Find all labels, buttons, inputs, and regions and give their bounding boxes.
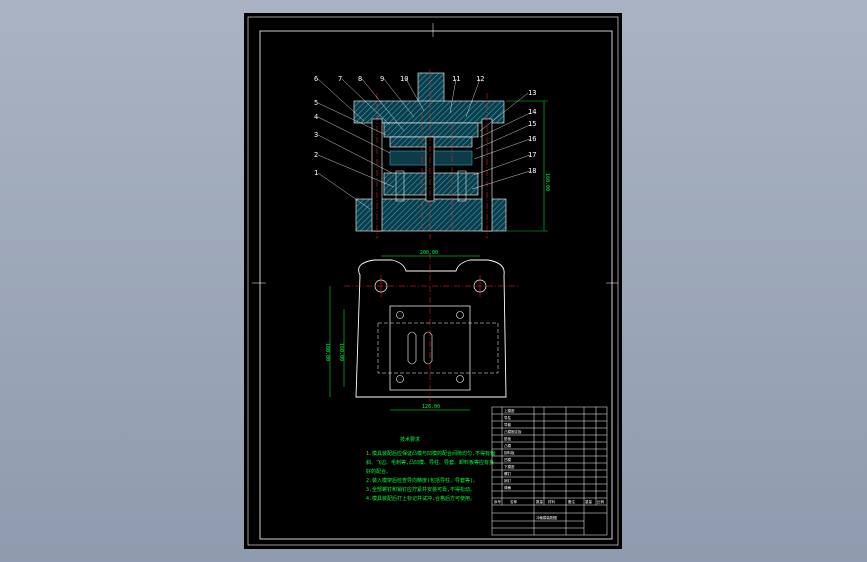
tb-row-8: 凹模 bbox=[504, 457, 512, 462]
part-label-5: 5 bbox=[314, 99, 318, 107]
tb-drawing-name: 冲裁模装配图 bbox=[536, 515, 557, 520]
tb-header-3: 数量 bbox=[536, 499, 544, 504]
tb-header-1: 序号 bbox=[494, 499, 502, 504]
tb-row-6: 凸模 bbox=[504, 443, 512, 448]
tb-row-10: 螺钉 bbox=[504, 471, 512, 476]
tb-row-7: 卸料板 bbox=[504, 450, 515, 455]
title-block-text: 上模座 导柱 导套 凸模固定板 垫板 凸模 卸料板 凹模 下模座 螺钉 销钉 弹… bbox=[494, 408, 605, 520]
note-line-2: 斜、飞边、毛刺等,凸凹模、导柱、导套、卸料板等应有良 bbox=[366, 459, 494, 466]
tb-row-5: 垫板 bbox=[504, 436, 512, 441]
plan-view: 200.00 180.00 160.00 126.00 bbox=[324, 250, 520, 411]
part-label-16: 16 bbox=[528, 135, 536, 143]
tb-row-4: 凸模固定板 bbox=[504, 429, 522, 434]
tb-header-5: 备注 bbox=[568, 499, 576, 504]
tb-header-2: 名称 bbox=[510, 499, 518, 504]
cad-drawing: 160.00 6 7 8 9 10 11 12 13 14 15 16 17 1… bbox=[247, 16, 619, 546]
part-label-4: 4 bbox=[314, 113, 318, 121]
tb-row-9: 下模座 bbox=[504, 464, 515, 469]
part-label-3: 3 bbox=[314, 131, 318, 139]
part-label-1: 1 bbox=[314, 169, 318, 177]
title-block bbox=[491, 406, 608, 536]
dim-bottom-width: 126.00 bbox=[422, 404, 440, 410]
tb-row-11: 销钉 bbox=[504, 478, 512, 483]
note-line-1: 1.模具装配后应保证凸模与凹模的配合间隙均匀,不得有偏 bbox=[366, 450, 495, 457]
notes-title: 技术要求 bbox=[400, 436, 420, 443]
tb-row-12: 弹簧 bbox=[504, 485, 512, 490]
note-line-3: 好的配合。 bbox=[366, 468, 391, 475]
tb-row-3: 导套 bbox=[504, 422, 512, 427]
part-label-18: 18 bbox=[528, 167, 536, 175]
dim-overall-height: 160.00 bbox=[544, 173, 550, 191]
part-label-11: 11 bbox=[452, 75, 460, 83]
outer-border bbox=[247, 16, 619, 546]
section-view: 160.00 bbox=[353, 69, 550, 239]
part-label-9: 9 bbox=[380, 75, 384, 83]
drawing-sheet: 160.00 6 7 8 9 10 11 12 13 14 15 16 17 1… bbox=[244, 13, 622, 549]
part-label-10: 10 bbox=[400, 75, 408, 83]
note-line-6: 4.模具装配后打上标记并试冲,合格后方可使用。 bbox=[366, 495, 475, 502]
part-label-17: 17 bbox=[528, 151, 536, 159]
part-label-2: 2 bbox=[314, 151, 318, 159]
part-label-7: 7 bbox=[338, 75, 342, 83]
tb-header-4: 材料 bbox=[548, 499, 556, 504]
part-label-15: 15 bbox=[528, 120, 536, 128]
part-label-13: 13 bbox=[528, 89, 536, 97]
tb-header-7: 比例 bbox=[597, 499, 605, 504]
dim-plan-length-b: 160.00 bbox=[338, 343, 344, 361]
part-label-8: 8 bbox=[358, 75, 362, 83]
part-label-14: 14 bbox=[528, 108, 536, 116]
note-line-4: 2.装入模架后检查导向精度(包括导柱、导套等)。 bbox=[366, 477, 478, 484]
leader-lines bbox=[317, 78, 531, 210]
tb-header-6: 重量 bbox=[585, 499, 593, 504]
part-label-12: 12 bbox=[476, 75, 484, 83]
dim-plan-length-a: 180.00 bbox=[324, 343, 330, 361]
tb-row-1: 上模座 bbox=[504, 408, 515, 413]
tb-row-2: 导柱 bbox=[504, 415, 512, 420]
inner-border bbox=[259, 30, 613, 540]
technical-notes: 技术要求 1.模具装配后应保证凸模与凹模的配合间隙均匀,不得有偏 斜、飞边、毛刺… bbox=[366, 436, 495, 502]
part-label-6: 6 bbox=[314, 75, 318, 83]
note-line-5: 3.全部螺钉和销钉应拧紧并安装可靠,不得松动。 bbox=[366, 486, 475, 493]
dim-plan-width: 200.00 bbox=[420, 250, 438, 256]
